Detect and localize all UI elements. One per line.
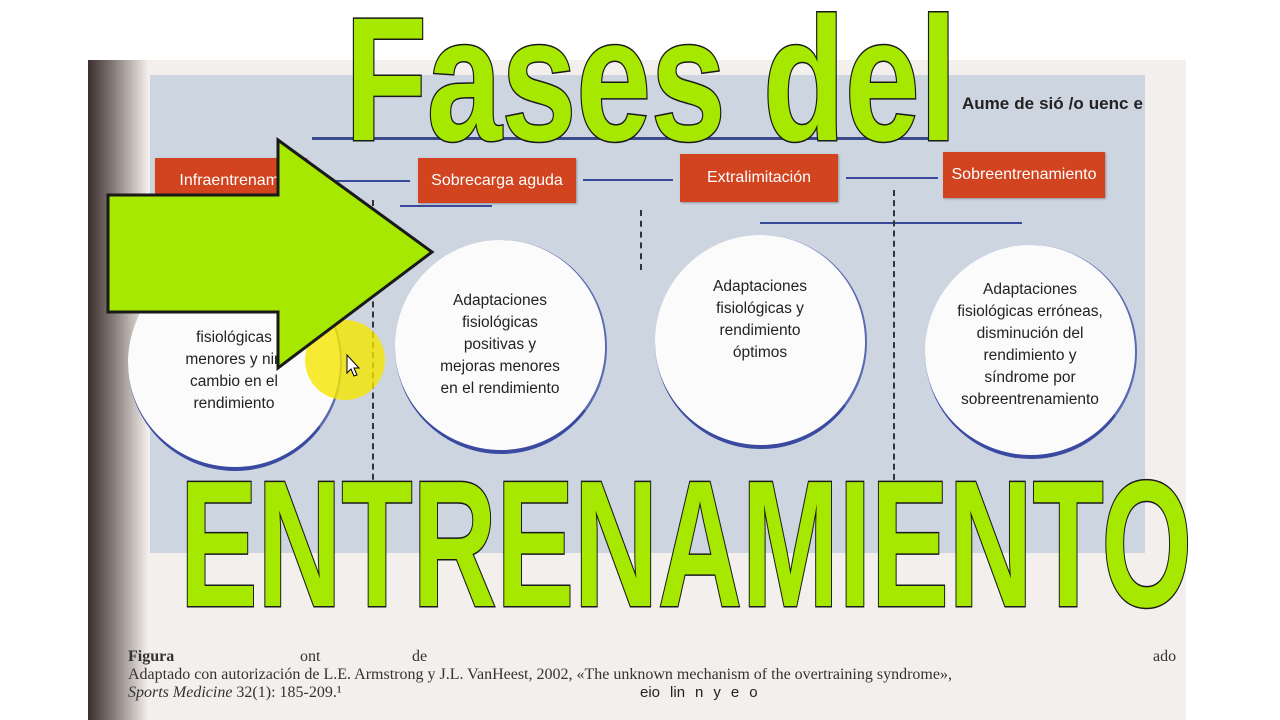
caption-fragment: ado <box>1153 648 1177 665</box>
outcome-text: rendimiento <box>193 395 275 412</box>
caption-line-1: Figura ont de ado <box>128 648 1188 666</box>
caption-fragment: de <box>412 648 428 665</box>
connector-line <box>400 205 492 207</box>
outcome-text: óptimos <box>732 344 788 361</box>
outcome-text: mejoras menores <box>440 358 560 375</box>
outcome-text: menores y nin <box>185 351 283 368</box>
outcome-circle-3: Adaptaciones fisiológicas y rendimiento … <box>655 235 867 449</box>
outcome-text: positivas y <box>463 336 537 353</box>
phase-box-extralimitacion: Extralimitación <box>680 154 838 202</box>
outcome-text: cambio en el <box>190 373 278 390</box>
cursor-highlight <box>305 320 385 400</box>
bottom-text-fragment: e <box>730 684 740 701</box>
phase-divider <box>640 210 642 270</box>
outcome-text: síndrome por <box>984 369 1076 386</box>
right-arrow-icon <box>106 137 435 372</box>
diagram-title-fragment: de <box>1014 94 1035 113</box>
outcome-text: sobreentrenamiento <box>961 391 1099 408</box>
intensity-axis-line <box>312 137 932 140</box>
diagram-title: Aume de sió /o uenc e <box>962 94 1143 114</box>
connector-line <box>760 222 1022 224</box>
outcome-text: en el rendimiento <box>440 380 560 397</box>
outcome-text: rendimiento y <box>983 347 1077 364</box>
outcome-text: fisiológicas erróneas, <box>957 303 1103 320</box>
bottom-text-fragments: eio lin n y e o <box>640 684 758 702</box>
caption-journal: Sports Medicine <box>128 684 233 701</box>
caption-line-2: Adaptado con autorización de L.E. Armstr… <box>128 666 952 683</box>
bottom-text-fragment: eio <box>640 684 661 701</box>
phase-box-sobrecarga-aguda: Sobrecarga aguda <box>418 158 576 203</box>
outcome-text: fisiológicas <box>462 314 538 331</box>
phase-box-sobreentrenamiento: Sobreentrenamiento <box>943 152 1105 198</box>
flow-arrow <box>583 179 673 181</box>
caption-line-3: Sports Medicine 32(1): 185-209.¹ <box>128 684 342 702</box>
outcome-text: disminución del <box>976 325 1084 342</box>
bottom-text-fragment: n <box>695 684 704 701</box>
overlay-title-line-1: Fases del <box>345 0 957 178</box>
bottom-text-fragment: o <box>749 684 758 701</box>
flow-arrow <box>310 180 410 182</box>
bottom-text-fragment: lin <box>670 684 686 701</box>
diagram-title-fragment: uenc <box>1088 94 1129 113</box>
mouse-pointer-icon <box>346 353 361 377</box>
caption-reference: 32(1): 185-209.¹ <box>232 684 342 701</box>
outcome-text: Adaptaciones <box>453 292 547 309</box>
phase-divider <box>893 190 895 490</box>
outcome-text: rendimiento <box>719 322 801 339</box>
outcome-text: Adaptaciones <box>983 281 1077 298</box>
diagram-title-fragment: Aume <box>962 94 1010 113</box>
overlay-title-line-2: ENTRENAMIENTO <box>180 444 1192 645</box>
outcome-text: Adaptaciones <box>713 278 807 295</box>
outcome-circle-4: Adaptaciones fisiológicas erróneas, dism… <box>925 245 1137 459</box>
diagram-title-fragment: sió <box>1039 94 1064 113</box>
caption-fragment: ont <box>300 648 321 665</box>
flow-arrow <box>846 177 938 179</box>
diagram-title-fragment: e <box>1133 94 1143 113</box>
caption-fragment: Figura <box>128 648 175 665</box>
outcome-circle-2: Adaptaciones fisiológicas positivas y me… <box>395 240 607 454</box>
outcome-text: fisiológicas y <box>716 300 804 317</box>
outcome-text: fisiológicas <box>196 329 272 346</box>
bottom-text-fragment: y <box>713 684 721 701</box>
diagram-title-fragment: /o <box>1068 94 1084 113</box>
